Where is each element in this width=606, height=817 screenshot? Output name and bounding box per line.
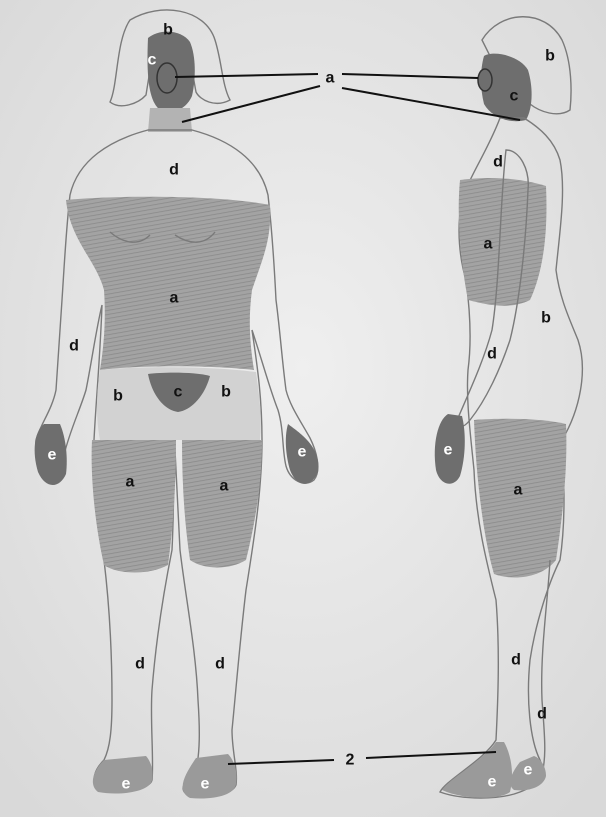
label-a-top: a bbox=[326, 70, 335, 87]
label-a-front-right-thigh: a bbox=[220, 478, 229, 495]
label-d-front-left-shin: d bbox=[135, 656, 145, 673]
label-e-front-left-foot: e bbox=[122, 776, 131, 793]
side-ear-oval bbox=[478, 69, 492, 91]
label-d-front-arm: d bbox=[69, 338, 79, 355]
label-e-front-right-foot: e bbox=[201, 776, 210, 793]
label-a-side-torso: a bbox=[484, 236, 493, 253]
label-e-side-back-foot: e bbox=[524, 762, 533, 779]
label-d-front-right-shin: d bbox=[215, 656, 225, 673]
label-a-side-thigh: a bbox=[514, 482, 523, 499]
label-e-front-left-hand: e bbox=[48, 447, 57, 464]
label-2-ankle: 2 bbox=[346, 752, 355, 769]
label-b-front-hip-right: b bbox=[221, 384, 231, 401]
label-c-front-face: c bbox=[148, 52, 157, 69]
label-b-side-buttock: b bbox=[541, 310, 551, 327]
label-d-side-arm: d bbox=[487, 346, 497, 363]
front-left-thigh-shading bbox=[92, 440, 176, 573]
label-b-side-head: b bbox=[545, 48, 555, 65]
label-e-front-right-hand: e bbox=[298, 444, 307, 461]
front-neck bbox=[148, 108, 192, 132]
label-e-side-front-foot: e bbox=[488, 774, 497, 791]
label-d-side-chest: d bbox=[493, 154, 503, 171]
label-a-front-left-thigh: a bbox=[126, 474, 135, 491]
label-d-front-chest: d bbox=[169, 162, 179, 179]
front-face-oval bbox=[157, 63, 177, 93]
label-c-side-face: c bbox=[510, 88, 519, 105]
label-d-side-front-shin: d bbox=[511, 652, 521, 669]
label-e-side-hand: e bbox=[444, 442, 453, 459]
label-a-front-torso: a bbox=[170, 290, 179, 307]
label-b-front-head: b bbox=[163, 22, 173, 39]
label-c-front-groin: c bbox=[174, 384, 183, 401]
label-d-side-back-shin: d bbox=[537, 706, 547, 723]
label-b-front-hip-left: b bbox=[113, 388, 123, 405]
